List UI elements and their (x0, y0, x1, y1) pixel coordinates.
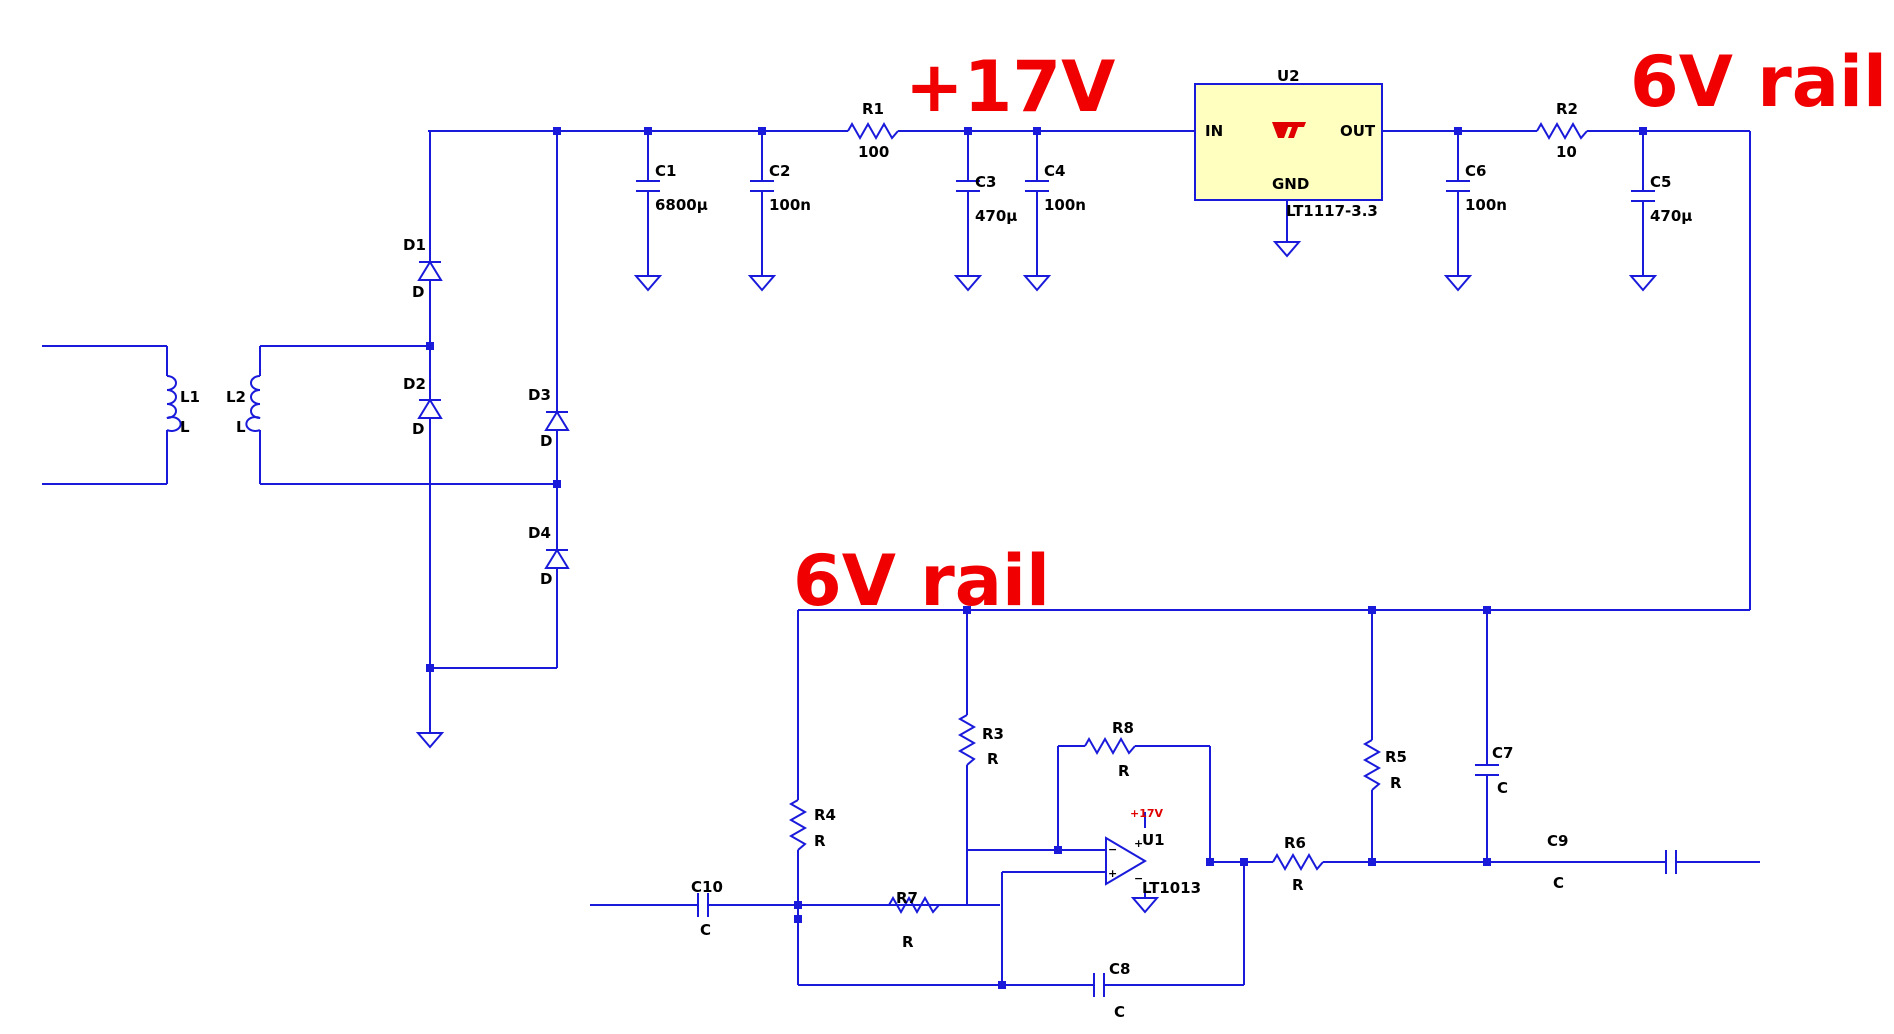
r8-ref: R8 (1112, 719, 1134, 737)
c3-ref: C3 (975, 173, 996, 191)
c5-value: 470µ (1650, 207, 1692, 225)
c4-ref: C4 (1044, 162, 1065, 180)
resistor-r8 (1084, 736, 1136, 756)
r4-value: R (814, 832, 826, 850)
c2-ref: C2 (769, 162, 790, 180)
diode-d2 (417, 390, 443, 419)
r2-value: 10 (1556, 143, 1577, 161)
rail-annotations: +17V 6V rail 6V rail (793, 41, 1887, 622)
c1-value: 6800µ (655, 196, 708, 214)
opamp-u1: − + + − (1105, 836, 1147, 886)
r7-value: R (902, 933, 914, 951)
capacitor-c7 (1475, 764, 1499, 776)
u2-pin-out: OUT (1340, 122, 1376, 140)
c7-value: C (1497, 779, 1508, 797)
capacitor-c5 (1631, 190, 1655, 202)
u2-pin-gnd: GND (1272, 175, 1309, 193)
capacitor-c6 (1446, 180, 1470, 192)
c2-value: 100n (769, 196, 811, 214)
resistor-r4 (788, 799, 808, 851)
diode-d3 (544, 402, 570, 431)
l2-ref: L2 (226, 388, 246, 406)
svg-text:−: − (1134, 872, 1143, 885)
c4-value: 100n (1044, 196, 1086, 214)
resistor-r5 (1362, 739, 1382, 791)
d4-value: D (540, 570, 552, 588)
r4-ref: R4 (814, 806, 836, 824)
resistor-r3 (957, 714, 977, 766)
capacitor-c8 (1093, 973, 1105, 997)
d3-ref: D3 (528, 386, 551, 404)
wires (42, 130, 1760, 986)
r5-ref: R5 (1385, 748, 1407, 766)
c10-ref: C10 (691, 878, 723, 896)
r1-value: 100 (858, 143, 889, 161)
capacitor-c10 (697, 893, 709, 917)
c5-ref: C5 (1650, 173, 1671, 191)
inductor-l1 (166, 375, 182, 432)
d2-value: D (412, 420, 424, 438)
c3-value: 470µ (975, 207, 1017, 225)
resistor-r2 (1536, 121, 1588, 141)
r3-ref: R3 (982, 725, 1004, 743)
ground-symbols (415, 241, 1658, 914)
diode-d1 (417, 252, 443, 281)
r2-ref: R2 (1556, 100, 1578, 118)
c6-value: 100n (1465, 196, 1507, 214)
c9-value: C (1553, 874, 1564, 892)
c7-ref: C7 (1492, 744, 1513, 762)
capacitor-c4 (1025, 180, 1049, 192)
inductor-l2 (245, 375, 261, 432)
r6-value: R (1292, 876, 1304, 894)
svg-text:+: + (1134, 837, 1143, 850)
capacitor-c3 (956, 180, 980, 192)
labels: L1 L L2 L D1 D D2 D D3 D D4 D C1 6800µ C… (180, 67, 1692, 1021)
diode-d4 (544, 540, 570, 569)
d2-ref: D2 (403, 375, 426, 393)
capacitor-c9 (1665, 850, 1677, 874)
c6-ref: C6 (1465, 162, 1486, 180)
capacitor-c2 (750, 180, 774, 192)
c9-ref: C9 (1547, 832, 1568, 850)
junction-dots (426, 127, 1647, 989)
l1-ref: L1 (180, 388, 200, 406)
u1-value: LT1013 (1142, 879, 1201, 897)
c10-value: C (700, 921, 711, 939)
l1-value: L (180, 418, 190, 436)
c8-ref: C8 (1109, 960, 1130, 978)
r7-ref: R7 (896, 889, 918, 907)
r3-value: R (987, 750, 999, 768)
svg-text:+: + (1108, 867, 1117, 880)
d3-value: D (540, 432, 552, 450)
c8-value: C (1114, 1003, 1125, 1021)
rail-6v-label-bottom: 6V rail (793, 540, 1050, 622)
u2-ref: U2 (1277, 67, 1300, 85)
rail-6v-label-top: 6V rail (1630, 41, 1887, 123)
lt-logo-icon (1272, 122, 1306, 138)
r8-value: R (1118, 762, 1130, 780)
u2-pin-in: IN (1205, 122, 1223, 140)
r1-ref: R1 (862, 100, 884, 118)
regulator-u2 (1194, 83, 1383, 201)
resistor-r1 (847, 121, 899, 141)
d1-value: D (412, 283, 424, 301)
resistor-r6 (1272, 852, 1324, 872)
u2-value: LT1117-3.3 (1286, 202, 1378, 220)
r6-ref: R6 (1284, 834, 1306, 852)
r5-value: R (1390, 774, 1402, 792)
svg-text:−: − (1108, 843, 1117, 856)
rail-17v-label: +17V (905, 46, 1115, 128)
l2-value: L (236, 418, 246, 436)
capacitor-c1 (636, 180, 660, 192)
d4-ref: D4 (528, 524, 551, 542)
d1-ref: D1 (403, 236, 426, 254)
resistor-r7 (888, 895, 940, 915)
u1-ref: U1 (1142, 831, 1165, 849)
c1-ref: C1 (655, 162, 676, 180)
opamp-supply-label: +17V (1130, 807, 1164, 820)
